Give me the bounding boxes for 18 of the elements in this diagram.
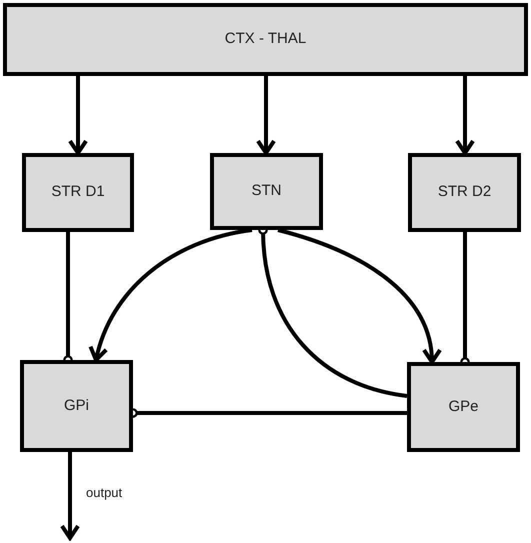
box-label: STN xyxy=(252,181,282,202)
box-label: GPi xyxy=(64,396,89,416)
arrow xyxy=(68,76,88,155)
arrow xyxy=(455,76,475,155)
process-box xyxy=(22,153,134,232)
arrow xyxy=(60,452,80,540)
process-box xyxy=(407,362,520,452)
process-box xyxy=(408,153,521,232)
arrow xyxy=(89,228,252,362)
arrow xyxy=(277,228,441,364)
process-box xyxy=(210,153,323,230)
box-label: STR D2 xyxy=(438,182,492,202)
arrow xyxy=(256,76,276,155)
process-box xyxy=(3,3,528,76)
process-box xyxy=(20,360,133,452)
box-label: CTX - THAL xyxy=(224,29,306,50)
box-label: GPe xyxy=(448,396,478,417)
box-label: STR D1 xyxy=(51,182,105,202)
